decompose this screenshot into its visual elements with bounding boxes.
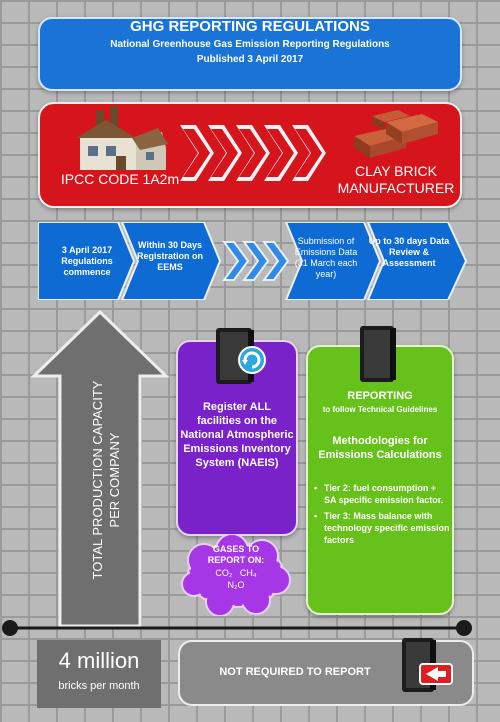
binder-icon — [360, 326, 396, 382]
chevron-arrows-red — [180, 125, 326, 181]
threshold-line-start-dot — [2, 620, 18, 636]
threshold-line-end-dot — [456, 620, 472, 636]
header-published-date: Published 3 April 2017 — [196, 54, 304, 65]
step-data-review: Up to 30 days Data Review & Assessment — [368, 236, 450, 268]
factory-icon — [76, 106, 168, 170]
threshold-value: 4 million — [58, 648, 140, 673]
tier-list: Tier 2: fuel consumption + SA specific e… — [314, 482, 450, 550]
binder-refresh-icon — [216, 328, 266, 384]
methodologies-heading: Methodologies for Emissions Calculations — [318, 435, 442, 461]
capacity-label-text: TOTAL PRODUCTION CAPACITY PER COMPANY — [90, 380, 122, 580]
header-banner — [38, 17, 462, 91]
tier-3-item: Tier 3: Mass balance with technology spe… — [314, 510, 450, 546]
capacity-up-arrow — [30, 310, 170, 628]
header-subtitle: National Greenhouse Gas Emission Reporti… — [110, 39, 390, 50]
gases-list: CO₂ CH₄ N₂O — [196, 567, 276, 591]
process-timeline — [38, 222, 468, 300]
gas-co2: CO₂ — [215, 568, 233, 578]
clay-brick-label: CLAY BRICK MANUFACTURER — [337, 163, 455, 196]
register-naeis-text: Register ALL facilities on the National … — [180, 401, 294, 469]
gas-ch4: CH₄ — [239, 568, 257, 578]
reporting-subtitle: to follow Technical Guidelines — [322, 405, 438, 414]
threshold-box — [37, 640, 161, 708]
brick-icon — [354, 110, 438, 158]
capacity-label: TOTAL PRODUCTION CAPACITY PER COMPANY — [46, 381, 166, 580]
threshold-unit: bricks per month — [58, 680, 140, 692]
step-submission-data: Submission of Emissions Data (31 March e… — [294, 236, 358, 279]
step-regulations-commence: 3 April 2017 Regulations commence — [61, 245, 113, 277]
gases-cloud — [181, 534, 291, 616]
tier-2-item: Tier 2: fuel consumption + SA specific e… — [314, 482, 450, 506]
gas-n2o: N₂O — [227, 580, 245, 590]
ipcc-code-label: IPCC CODE 1A2m — [60, 171, 180, 187]
reporting-panel — [306, 345, 454, 615]
not-required-text: NOT REQUIRED TO REPORT — [219, 666, 371, 678]
page-title: GHG REPORTING REGULATIONS — [130, 18, 370, 35]
step-registration-eems: Within 30 Days Registration on EEMS — [136, 240, 203, 272]
reporting-title: REPORTING — [347, 390, 413, 402]
binder-exit-icon — [402, 638, 453, 692]
threshold-line — [2, 620, 472, 636]
gases-title: GASES TO REPORT ON: — [207, 544, 265, 565]
